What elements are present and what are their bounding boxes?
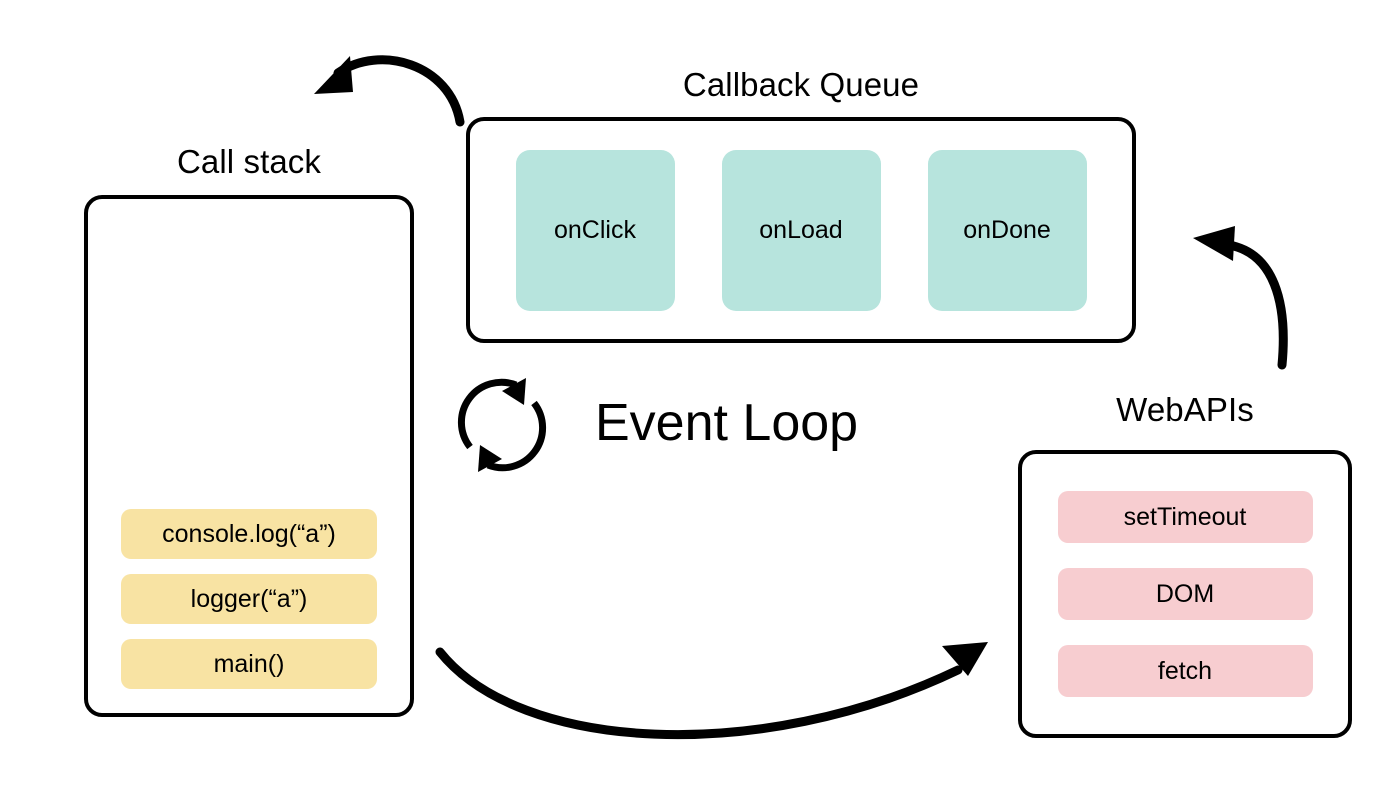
webapis-title: WebAPIs [1116,391,1254,428]
call-stack-frame-list: console.log(“a”) logger(“a”) main() [88,509,410,689]
webapis-item-list: setTimeout DOM fetch [1022,454,1348,734]
callback-queue-title: Callback Queue [682,66,920,103]
webapi-item[interactable]: fetch [1057,645,1313,697]
call-stack-frame[interactable]: logger(“a”) [121,574,377,624]
callback-queue-item-list: onClick onLoad onDone [470,121,1132,339]
call-stack-frame[interactable]: console.log(“a”) [121,509,377,559]
call-stack-title: Call stack [176,143,322,180]
webapi-item[interactable]: DOM [1057,568,1313,620]
callback-queue-item[interactable]: onDone [927,149,1087,311]
callback-queue-item[interactable]: onClick [515,149,675,311]
event-loop-label: Event Loop [595,394,859,452]
curved-arrow-right-icon [435,642,988,739]
callback-queue-item[interactable]: onLoad [721,149,881,311]
curved-arrow-up-left-icon [1193,226,1288,370]
callback-queue-panel: onClick onLoad onDone [466,117,1136,343]
call-stack-panel: console.log(“a”) logger(“a”) main() [84,195,414,717]
call-stack-frame[interactable]: main() [121,639,377,689]
curved-arrow-left-icon [314,55,465,127]
webapis-panel: setTimeout DOM fetch [1018,450,1352,738]
webapi-item[interactable]: setTimeout [1057,491,1313,543]
circular-refresh-arrows-icon [457,378,547,472]
